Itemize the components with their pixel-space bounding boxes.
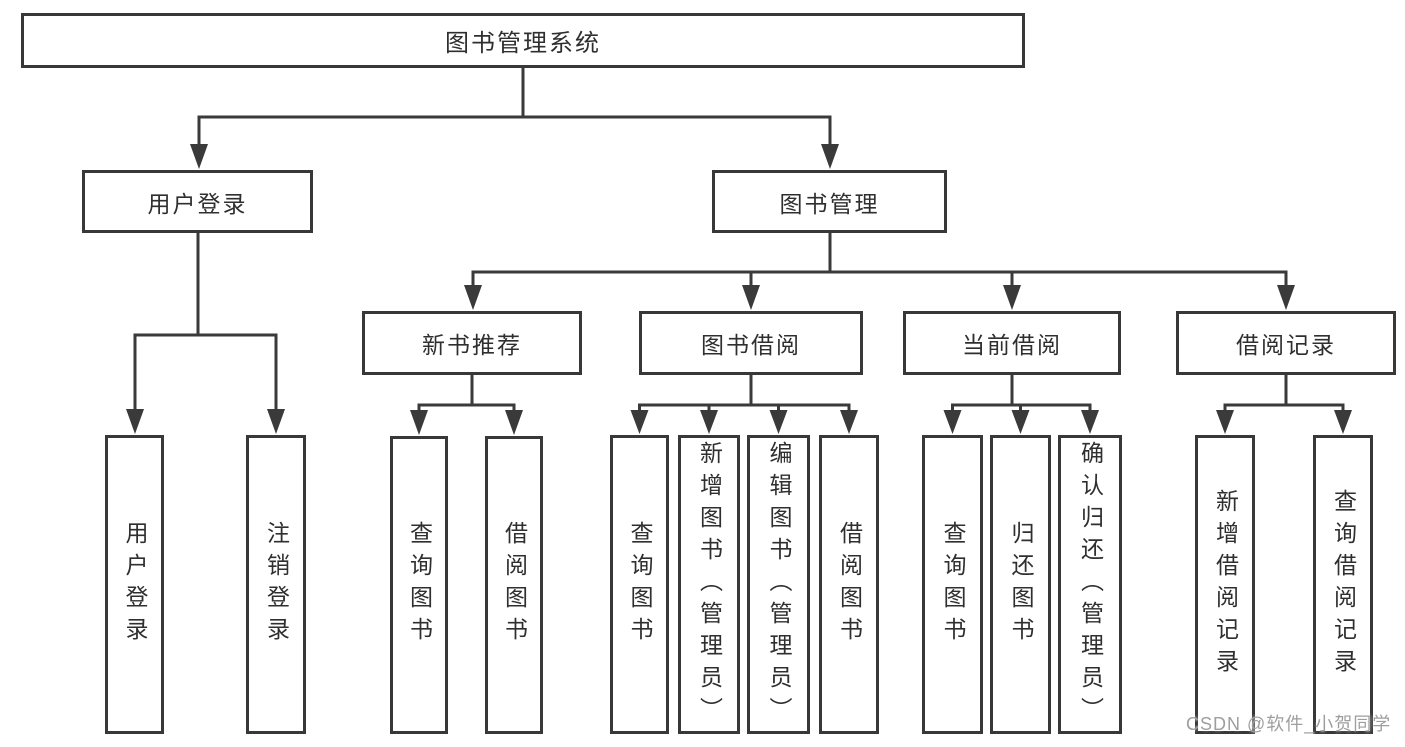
node-label: 借阅记录 xyxy=(1236,332,1336,358)
leaf-query-books-recommend: 查询图书 xyxy=(390,436,448,734)
node-label: 查询图书 xyxy=(406,521,433,649)
edge-records-to-children xyxy=(1223,375,1345,412)
leaf-query-books-current: 查询图书 xyxy=(922,435,983,734)
csdn-watermark: CSDN @软件_小贺同学 xyxy=(1186,714,1392,734)
leaf-query-borrow-record: 查询借阅记录 xyxy=(1313,435,1373,734)
leaf-user-login: 用户登录 xyxy=(105,435,164,734)
node-label: 用户登录 xyxy=(147,190,248,217)
leaf-query-books-borrow: 查询图书 xyxy=(610,435,669,734)
leaf-edit-books-admin: 编辑图书（管理员） xyxy=(747,435,810,734)
node-library-management-system: 图书管理系统 xyxy=(21,13,1025,68)
leaf-borrow-books-recommend: 借阅图书 xyxy=(485,436,543,734)
node-label: 当前借阅 xyxy=(962,332,1062,358)
node-label: 查询图书 xyxy=(627,520,653,649)
node-label: 查询借阅记录 xyxy=(1330,488,1357,681)
node-label: 新增借阅记录 xyxy=(1212,488,1239,681)
edge-borrow-to-children xyxy=(638,375,851,412)
node-current-borrowing: 当前借阅 xyxy=(903,311,1121,375)
node-label: 确认归还（管理员） xyxy=(1077,440,1104,729)
edge-bookmgmt-to-level3 xyxy=(471,233,1288,287)
node-label: 新书推荐 xyxy=(422,332,522,358)
node-book-borrowing: 图书借阅 xyxy=(639,311,863,375)
node-label: 图书管理系统 xyxy=(445,30,601,57)
node-label: 图书管理 xyxy=(779,190,880,217)
node-new-book-recommendation: 新书推荐 xyxy=(362,311,582,375)
edge-current-to-children xyxy=(951,375,1092,412)
leaf-confirm-return-admin: 确认归还（管理员） xyxy=(1058,435,1122,734)
leaf-add-borrow-record: 新增借阅记录 xyxy=(1195,435,1255,734)
node-label: 新增图书（管理员） xyxy=(696,440,723,729)
node-label: 借阅图书 xyxy=(501,521,528,649)
node-book-management: 图书管理 xyxy=(712,170,947,233)
leaf-logout: 注销登录 xyxy=(246,435,306,734)
leaf-add-books-admin: 新增图书（管理员） xyxy=(678,435,740,734)
edge-newbook-to-children xyxy=(417,375,516,412)
node-label: 查询图书 xyxy=(940,520,966,649)
node-user-login: 用户登录 xyxy=(82,170,313,233)
edge-root-to-level2 xyxy=(197,68,832,146)
node-label: 注销登录 xyxy=(263,520,290,649)
node-label: 借阅图书 xyxy=(836,520,863,649)
node-label: 编辑图书（管理员） xyxy=(766,440,792,729)
leaf-return-books: 归还图书 xyxy=(990,435,1051,734)
edge-userlogin-to-children xyxy=(133,233,278,410)
node-label: 归还图书 xyxy=(1008,520,1034,649)
node-label: 用户登录 xyxy=(122,520,148,649)
leaf-borrow-books: 借阅图书 xyxy=(819,435,879,734)
node-borrowing-records: 借阅记录 xyxy=(1176,311,1396,375)
node-label: 图书借阅 xyxy=(701,332,801,358)
arrowheads xyxy=(126,144,1352,435)
